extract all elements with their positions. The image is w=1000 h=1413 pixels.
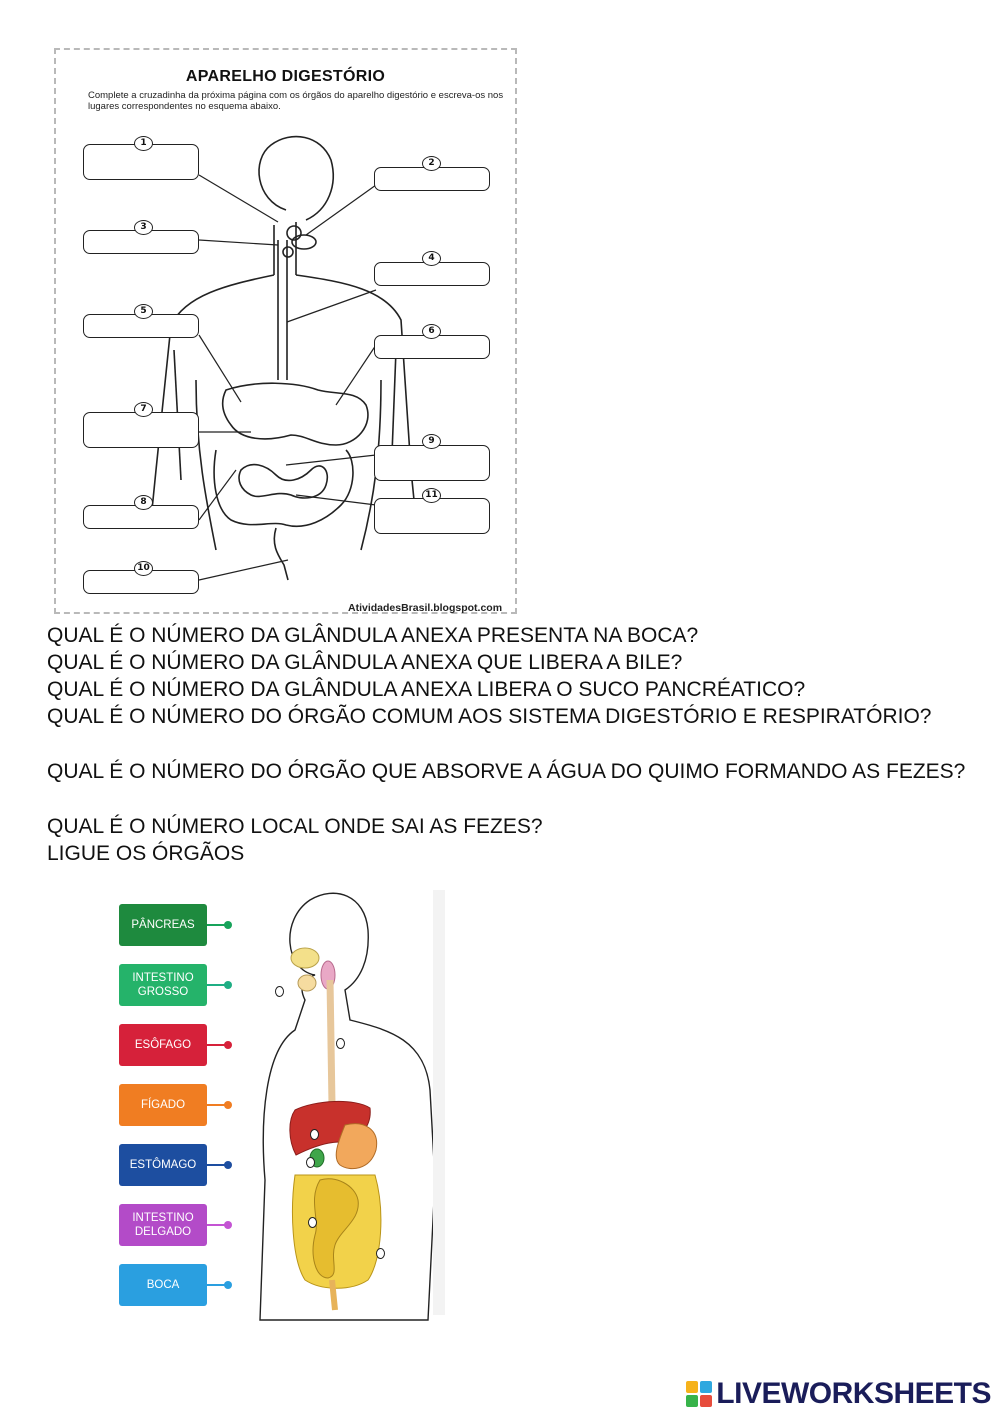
organ-label-stomach[interactable]: ESTÔMAGO <box>119 1144 207 1186</box>
organ-label-small-intestine[interactable]: INTESTINO DELGADO <box>119 1204 207 1246</box>
label-box-9[interactable] <box>374 445 490 481</box>
number-7: 7 <box>134 402 153 417</box>
connector-line <box>207 1224 227 1226</box>
number-5: 5 <box>134 304 153 319</box>
connector-line <box>207 924 227 926</box>
question-3: QUAL É O NÚMERO DA GLÂNDULA ANEXA LIBERA… <box>47 678 806 701</box>
liveworksheets-icon <box>686 1381 713 1407</box>
digestive-worksheet: APARELHO DIGESTÓRIO Complete a cruzadinh… <box>54 48 517 614</box>
question-2: QUAL É O NÚMERO DA GLÂNDULA ANEXA QUE LI… <box>47 651 683 674</box>
connector-dot[interactable] <box>224 1041 232 1049</box>
organ-label-large-intestine[interactable]: INTESTINO GROSSO <box>119 964 207 1006</box>
digestive-system-diagram <box>150 135 417 581</box>
label-box-7[interactable] <box>83 412 199 448</box>
worksheet-title: APARELHO DIGESTÓRIO <box>185 68 386 85</box>
number-2: 2 <box>422 156 441 171</box>
number-6: 6 <box>422 324 441 339</box>
label-box-4[interactable] <box>374 262 490 286</box>
answer-circle-liver[interactable] <box>310 1129 319 1140</box>
answer-circle-pancreas[interactable] <box>306 1157 315 1168</box>
answer-circle-large-intestine[interactable] <box>376 1248 385 1259</box>
organ-label-pancreas[interactable]: PÂNCREAS <box>119 904 207 946</box>
number-1: 1 <box>134 136 153 151</box>
worksheet-instructions: Complete a cruzadinha da próxima página … <box>88 90 504 112</box>
question-6: QUAL É O NÚMERO LOCAL ONDE SAI AS FEZES? <box>47 815 543 838</box>
credit-text: AtividadesBrasil.blogspot.com <box>348 602 503 614</box>
answer-circle-esophagus[interactable] <box>336 1038 345 1049</box>
brand-name: LIVEWORKSHEETS <box>716 1377 991 1410</box>
connector-dot[interactable] <box>224 1281 232 1289</box>
connector-dot[interactable] <box>224 981 232 989</box>
connector-line <box>207 1104 227 1106</box>
instruction-connect: LIGUE OS ÓRGÃOS <box>47 842 245 865</box>
organ-label-mouth[interactable]: BOCA <box>119 1264 207 1306</box>
connector-dot[interactable] <box>224 921 232 929</box>
question-4: QUAL É O NÚMERO DO ÓRGÃO COMUM AOS SISTE… <box>47 705 932 728</box>
liveworksheets-logo: LIVEWORKSHEETS <box>686 1377 991 1411</box>
answer-circle-mouth[interactable] <box>275 986 284 997</box>
number-3: 3 <box>134 220 153 235</box>
organ-matching-panel: PÂNCREAS INTESTINO GROSSO ESÔFAGO FÍGADO… <box>105 880 450 1322</box>
connector-line <box>207 1164 227 1166</box>
question-5: QUAL É O NÚMERO DO ÓRGÃO QUE ABSORVE A Á… <box>47 760 966 783</box>
number-10: 10 <box>134 561 153 576</box>
connector-dot[interactable] <box>224 1101 232 1109</box>
answer-circle-small-intestine[interactable] <box>308 1217 317 1228</box>
organ-label-esophagus[interactable]: ESÔFAGO <box>119 1024 207 1066</box>
label-box-11[interactable] <box>374 498 490 534</box>
connector-line <box>207 984 227 986</box>
number-9: 9 <box>422 434 441 449</box>
connector-line <box>207 1044 227 1046</box>
question-1: QUAL É O NÚMERO DA GLÂNDULA ANEXA PRESEN… <box>47 624 699 647</box>
number-8: 8 <box>134 495 153 510</box>
connector-dot[interactable] <box>224 1161 232 1169</box>
body-illustration <box>259 890 445 1321</box>
connector-line <box>207 1284 227 1286</box>
label-box-2[interactable] <box>374 167 490 191</box>
number-11: 11 <box>422 488 441 503</box>
connector-dot[interactable] <box>224 1221 232 1229</box>
organ-label-liver[interactable]: FÍGADO <box>119 1084 207 1126</box>
number-4: 4 <box>422 251 441 266</box>
